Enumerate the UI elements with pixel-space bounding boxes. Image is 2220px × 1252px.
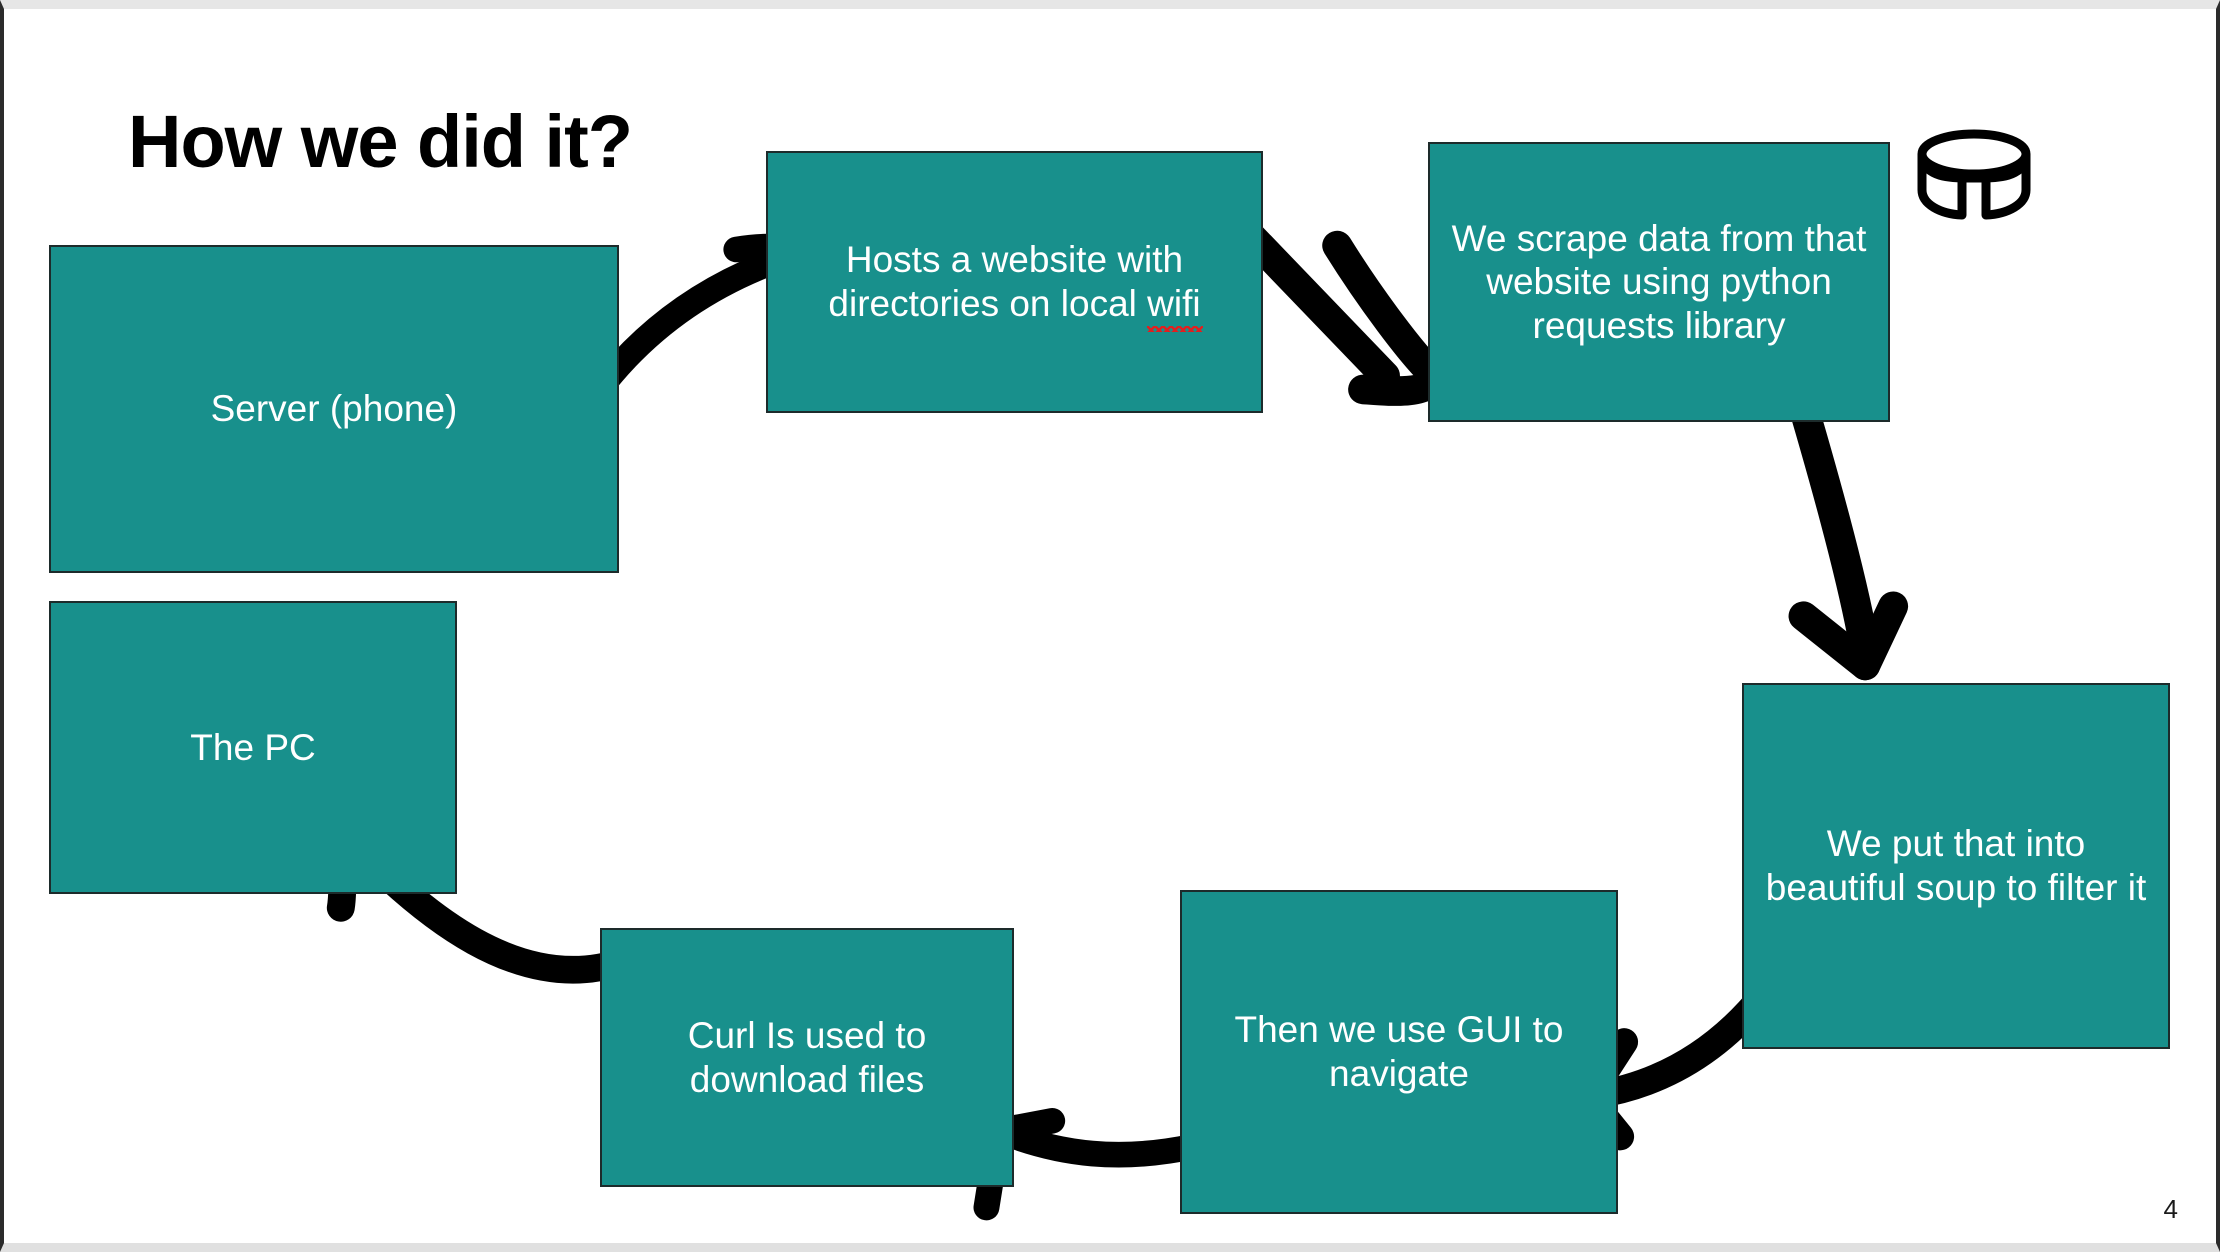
node-scrape-label: We scrape data from that website using p… <box>1451 217 1867 346</box>
node-pc[interactable]: The PC <box>49 601 457 894</box>
node-gui[interactable]: Then we use GUI to navigate <box>1180 890 1618 1214</box>
node-hosts-label: Hosts a website with directories on loca… <box>828 238 1204 332</box>
node-soup[interactable]: We put that into beautiful soup to filte… <box>1742 683 2170 1049</box>
node-hosts[interactable]: Hosts a website with directories on loca… <box>766 151 1263 413</box>
node-curl[interactable]: Curl Is used to download files <box>600 928 1014 1187</box>
node-hosts-line2-prefix: directories on local <box>828 283 1148 324</box>
node-server[interactable]: Server (phone) <box>49 245 619 573</box>
soup-bowl-icon <box>1917 129 2031 220</box>
node-scrape[interactable]: We scrape data from that website using p… <box>1428 142 1890 422</box>
node-hosts-misspelled-word: wifi <box>1147 283 1204 332</box>
page-title: How we did it? <box>128 100 633 183</box>
node-hosts-line1: Hosts a website with <box>845 239 1184 281</box>
node-server-label: Server (phone) <box>210 388 458 430</box>
node-pc-label: The PC <box>190 726 316 768</box>
node-soup-label: We put that into beautiful soup to filte… <box>1765 823 2147 908</box>
node-curl-label: Curl Is used to download files <box>687 1014 927 1100</box>
page-number: 4 <box>2163 1194 2178 1224</box>
node-gui-label: Then we use GUI to navigate <box>1234 1009 1564 1094</box>
arrow-gui-to-curl <box>973 1107 1207 1221</box>
